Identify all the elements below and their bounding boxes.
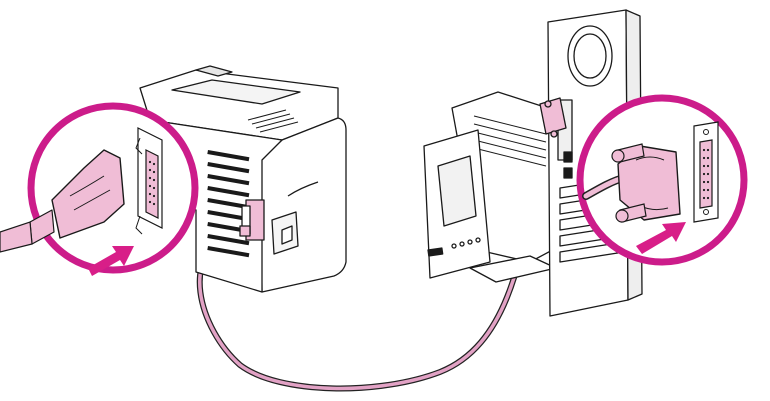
printer bbox=[139, 65, 347, 293]
computer-port-callout bbox=[576, 94, 748, 266]
insert-arrow-icon bbox=[636, 222, 686, 254]
printer-port-callout bbox=[0, 102, 199, 276]
monitor bbox=[423, 91, 561, 283]
insert-arrow-icon bbox=[88, 246, 134, 276]
